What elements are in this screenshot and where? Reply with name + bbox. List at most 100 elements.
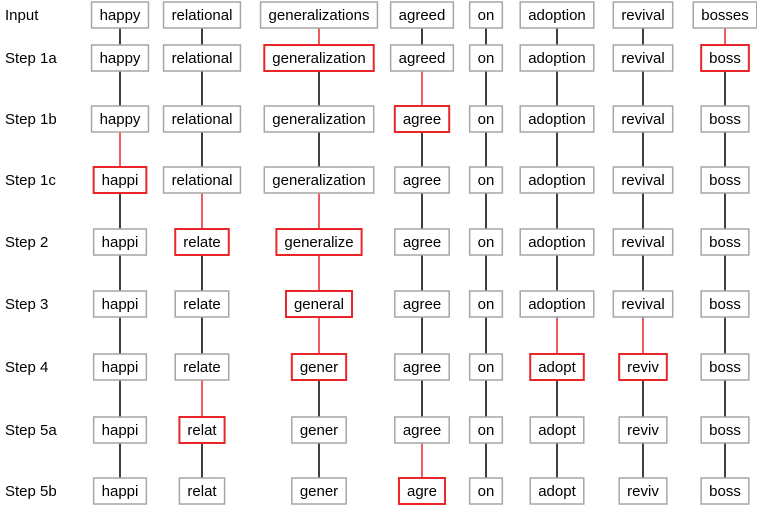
word-box-border <box>174 290 230 318</box>
changed-word-box: happi <box>92 166 148 194</box>
word-box-border <box>397 477 447 505</box>
word-text: relate <box>183 296 221 313</box>
word-text: generalizations <box>269 7 370 24</box>
word-box-border <box>90 44 150 72</box>
word-text: on <box>478 172 495 189</box>
changed-word-box: relate <box>174 228 230 256</box>
word-box-border <box>468 477 504 505</box>
word-box-border <box>389 1 455 29</box>
step-label: Step 1b <box>5 111 57 128</box>
word-text: on <box>478 483 495 500</box>
word-box-border <box>612 166 674 194</box>
changed-word-box: gener <box>290 353 348 381</box>
word-box: boss <box>700 166 750 194</box>
changed-word-box: agre <box>397 477 447 505</box>
word-text: agree <box>403 172 441 189</box>
changed-word-box: relat <box>178 416 226 444</box>
word-box: on <box>468 290 504 318</box>
word-text: boss <box>709 296 741 313</box>
word-text: happy <box>100 7 141 24</box>
word-box-border <box>519 44 595 72</box>
word-text: gener <box>300 359 338 376</box>
word-box: relational <box>162 44 242 72</box>
word-box: agree <box>394 166 450 194</box>
word-box-border <box>519 105 595 133</box>
word-box: reviv <box>618 416 668 444</box>
word-box: revival <box>612 228 674 256</box>
word-box-border <box>174 353 230 381</box>
word-box-border <box>162 105 242 133</box>
word-text: on <box>478 422 495 439</box>
word-text: relate <box>183 359 221 376</box>
word-box-border <box>700 166 750 194</box>
word-text: on <box>478 234 495 251</box>
word-box-border <box>612 228 674 256</box>
step-label: Step 3 <box>5 296 48 313</box>
word-box-border <box>468 228 504 256</box>
word-text: adoption <box>528 111 586 128</box>
word-box-border <box>468 416 504 444</box>
word-text: adoption <box>528 50 586 67</box>
word-text: happi <box>102 422 139 439</box>
word-text: happi <box>102 234 139 251</box>
word-text: adopt <box>538 422 576 439</box>
word-box: on <box>468 44 504 72</box>
changed-word-box: reviv <box>618 353 668 381</box>
word-box-border <box>162 1 242 29</box>
word-text: relational <box>172 172 233 189</box>
word-box: happi <box>92 290 148 318</box>
word-box: relate <box>174 290 230 318</box>
word-text: boss <box>709 234 741 251</box>
word-box: boss <box>700 477 750 505</box>
word-box: generalizations <box>259 1 379 29</box>
word-box: on <box>468 105 504 133</box>
word-box-border <box>162 166 242 194</box>
word-text: happy <box>100 50 141 67</box>
word-text: adoption <box>528 296 586 313</box>
word-text: revival <box>621 7 664 24</box>
word-text: reviv <box>627 483 659 500</box>
word-box-border <box>291 416 347 444</box>
word-text: agreed <box>399 50 446 67</box>
word-box-border <box>468 44 504 72</box>
word-text: on <box>478 359 495 376</box>
word-text: happy <box>100 111 141 128</box>
word-text: boss <box>709 359 741 376</box>
word-box: adoption <box>519 44 595 72</box>
step-label: Step 4 <box>5 359 48 376</box>
changed-word-box: generalize <box>275 228 363 256</box>
word-box: agree <box>394 416 450 444</box>
word-box-border <box>700 228 750 256</box>
word-box-border <box>259 1 379 29</box>
word-box-border <box>394 353 450 381</box>
word-box: agree <box>394 353 450 381</box>
word-text: agree <box>403 111 441 128</box>
changed-word-box: agree <box>393 105 451 133</box>
word-box-border <box>700 477 750 505</box>
word-text: adopt <box>538 359 576 376</box>
word-box-border <box>700 290 750 318</box>
word-box-border <box>263 44 375 72</box>
word-text: boss <box>709 422 741 439</box>
word-box: on <box>468 477 504 505</box>
word-text: on <box>478 50 495 67</box>
word-text: revival <box>621 296 664 313</box>
word-box-border <box>291 477 347 505</box>
word-box: boss <box>700 105 750 133</box>
word-box-border <box>393 105 451 133</box>
word-box-border <box>389 44 455 72</box>
word-text: boss <box>709 483 741 500</box>
word-box-border <box>394 290 450 318</box>
word-box: relational <box>162 166 242 194</box>
word-box-border <box>92 353 148 381</box>
word-text: relational <box>172 7 233 24</box>
changed-word-box: boss <box>700 44 750 72</box>
word-box-border <box>178 477 226 505</box>
word-box: agreed <box>389 1 455 29</box>
word-text: generalization <box>272 172 365 189</box>
word-box-border <box>394 228 450 256</box>
word-box-border <box>529 477 585 505</box>
word-box-border <box>92 228 148 256</box>
word-box-border <box>519 166 595 194</box>
